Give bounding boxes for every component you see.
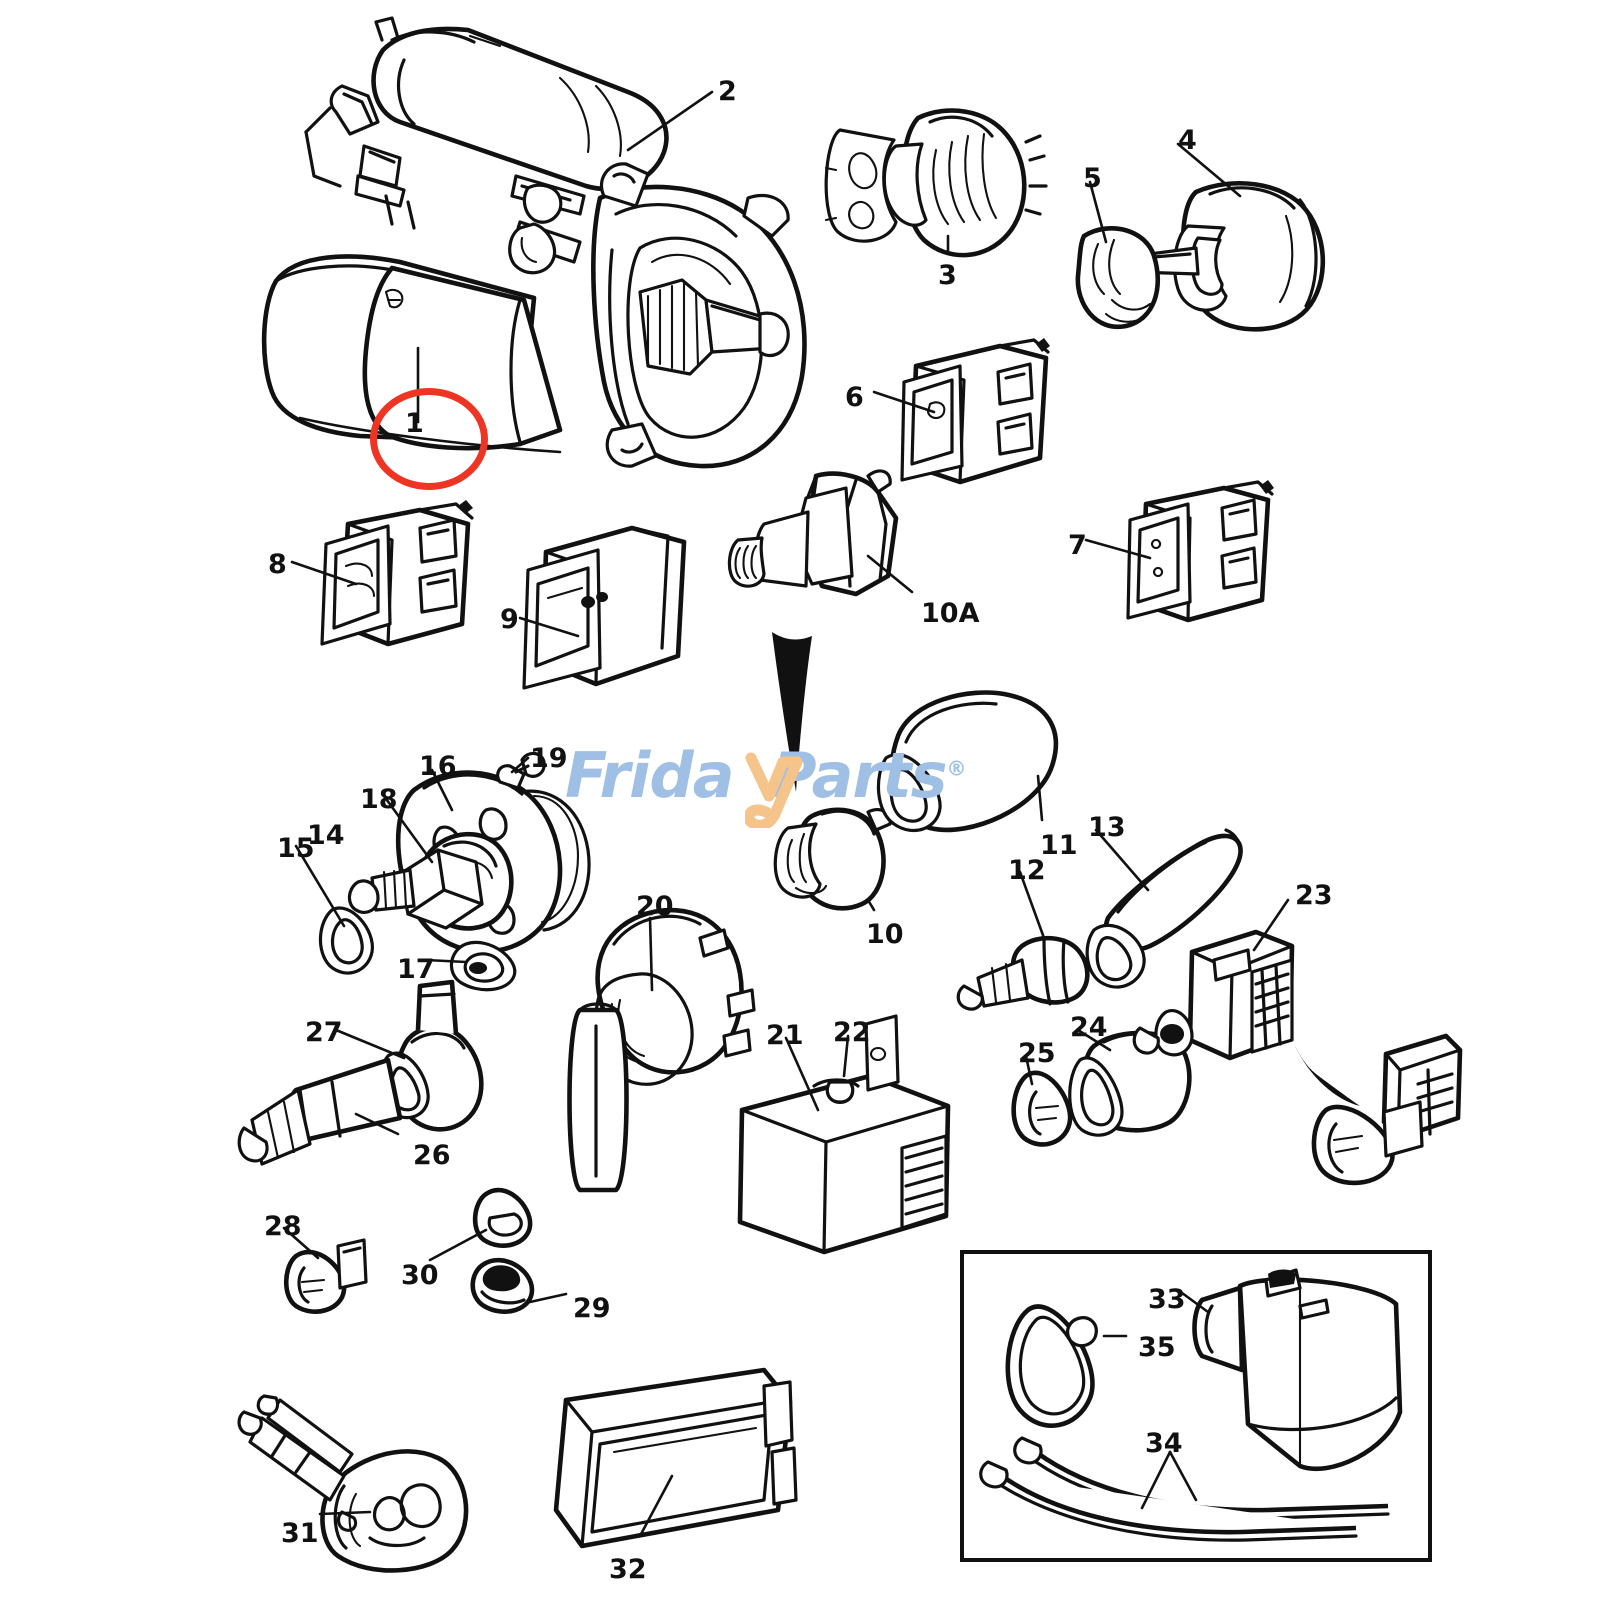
callout-number-23: 23	[1295, 880, 1333, 911]
callout-number-35: 35	[1138, 1332, 1176, 1363]
part-switch-4-knob-5	[1075, 142, 1326, 332]
callout-number-5: 5	[1083, 163, 1102, 194]
part-elbow-26-27	[237, 979, 484, 1166]
inset-box	[960, 1250, 1432, 1562]
callout-number-1: 1	[405, 408, 424, 439]
callout-number-34: 34	[1145, 1428, 1183, 1459]
callout-number-33: 33	[1148, 1284, 1186, 1315]
callout-number-12: 12	[1008, 855, 1046, 886]
part-rocker-switch-7	[1084, 480, 1274, 623]
callout-number-26: 26	[413, 1140, 451, 1171]
part-solenoid-assembly	[294, 751, 591, 992]
part-rocker-switch-8	[290, 500, 474, 647]
callout-number-16: 16	[419, 751, 457, 782]
part-detail-right-edge	[1311, 1033, 1463, 1186]
callout-number-32: 32	[609, 1554, 647, 1585]
part-panel-32	[553, 1367, 798, 1549]
callout-number-20: 20	[636, 891, 674, 922]
callout-number-27: 27	[305, 1017, 343, 1048]
part-cowl-33	[1176, 1268, 1403, 1472]
part-clamp-35	[1005, 1304, 1128, 1428]
part-sender-28	[282, 1226, 368, 1314]
callout-number-9: 9	[500, 604, 519, 635]
callout-number-22: 22	[833, 1017, 871, 1048]
callout-number-18: 18	[360, 784, 398, 815]
part-rocker-switch-6	[872, 338, 1050, 485]
callout-number-2: 2	[718, 76, 737, 107]
part-housing-11	[876, 690, 1059, 833]
callout-number-6: 6	[845, 382, 864, 413]
callout-number-14: 14	[307, 820, 345, 851]
part-starter-motor	[261, 16, 807, 469]
callout-number-4: 4	[1178, 125, 1197, 156]
callout-number-17: 17	[397, 954, 435, 985]
part-pressure-switch-10A	[727, 469, 914, 792]
part-socket-20	[567, 907, 756, 1193]
part-grommet-30	[428, 1187, 533, 1262]
callout-number-10: 10	[866, 919, 904, 950]
callout-number-31: 31	[281, 1518, 319, 1549]
callout-number-21: 21	[766, 1020, 804, 1051]
part-connector-23-boot-24-cap-25	[1011, 898, 1360, 1147]
callout-number-29: 29	[573, 1293, 611, 1324]
part-plug-12-boot-13	[956, 828, 1243, 1011]
callout-number-13: 13	[1088, 812, 1126, 843]
callout-number-25: 25	[1018, 1038, 1056, 1069]
part-switch-31	[237, 1394, 469, 1573]
part-rocker-switch-9	[518, 525, 687, 690]
part-hoses-34	[979, 1436, 1390, 1542]
callout-number-11: 11	[1040, 830, 1078, 861]
callout-number-28: 28	[264, 1211, 302, 1242]
callout-number-3: 3	[938, 260, 957, 291]
callout-number-15: 15	[277, 833, 315, 864]
callout-number-8: 8	[268, 549, 287, 580]
callout-number-19: 19	[530, 743, 568, 774]
part-switch-10	[773, 807, 892, 912]
callout-number-30: 30	[401, 1260, 439, 1291]
part-relay-21-screw-22	[737, 1014, 951, 1255]
part-grommet-29	[470, 1257, 568, 1314]
part-ignition-switch-3	[824, 108, 1048, 258]
callout-number-10A: 10A	[921, 598, 980, 629]
callout-number-24: 24	[1070, 1012, 1108, 1043]
callout-number-7: 7	[1068, 530, 1087, 561]
